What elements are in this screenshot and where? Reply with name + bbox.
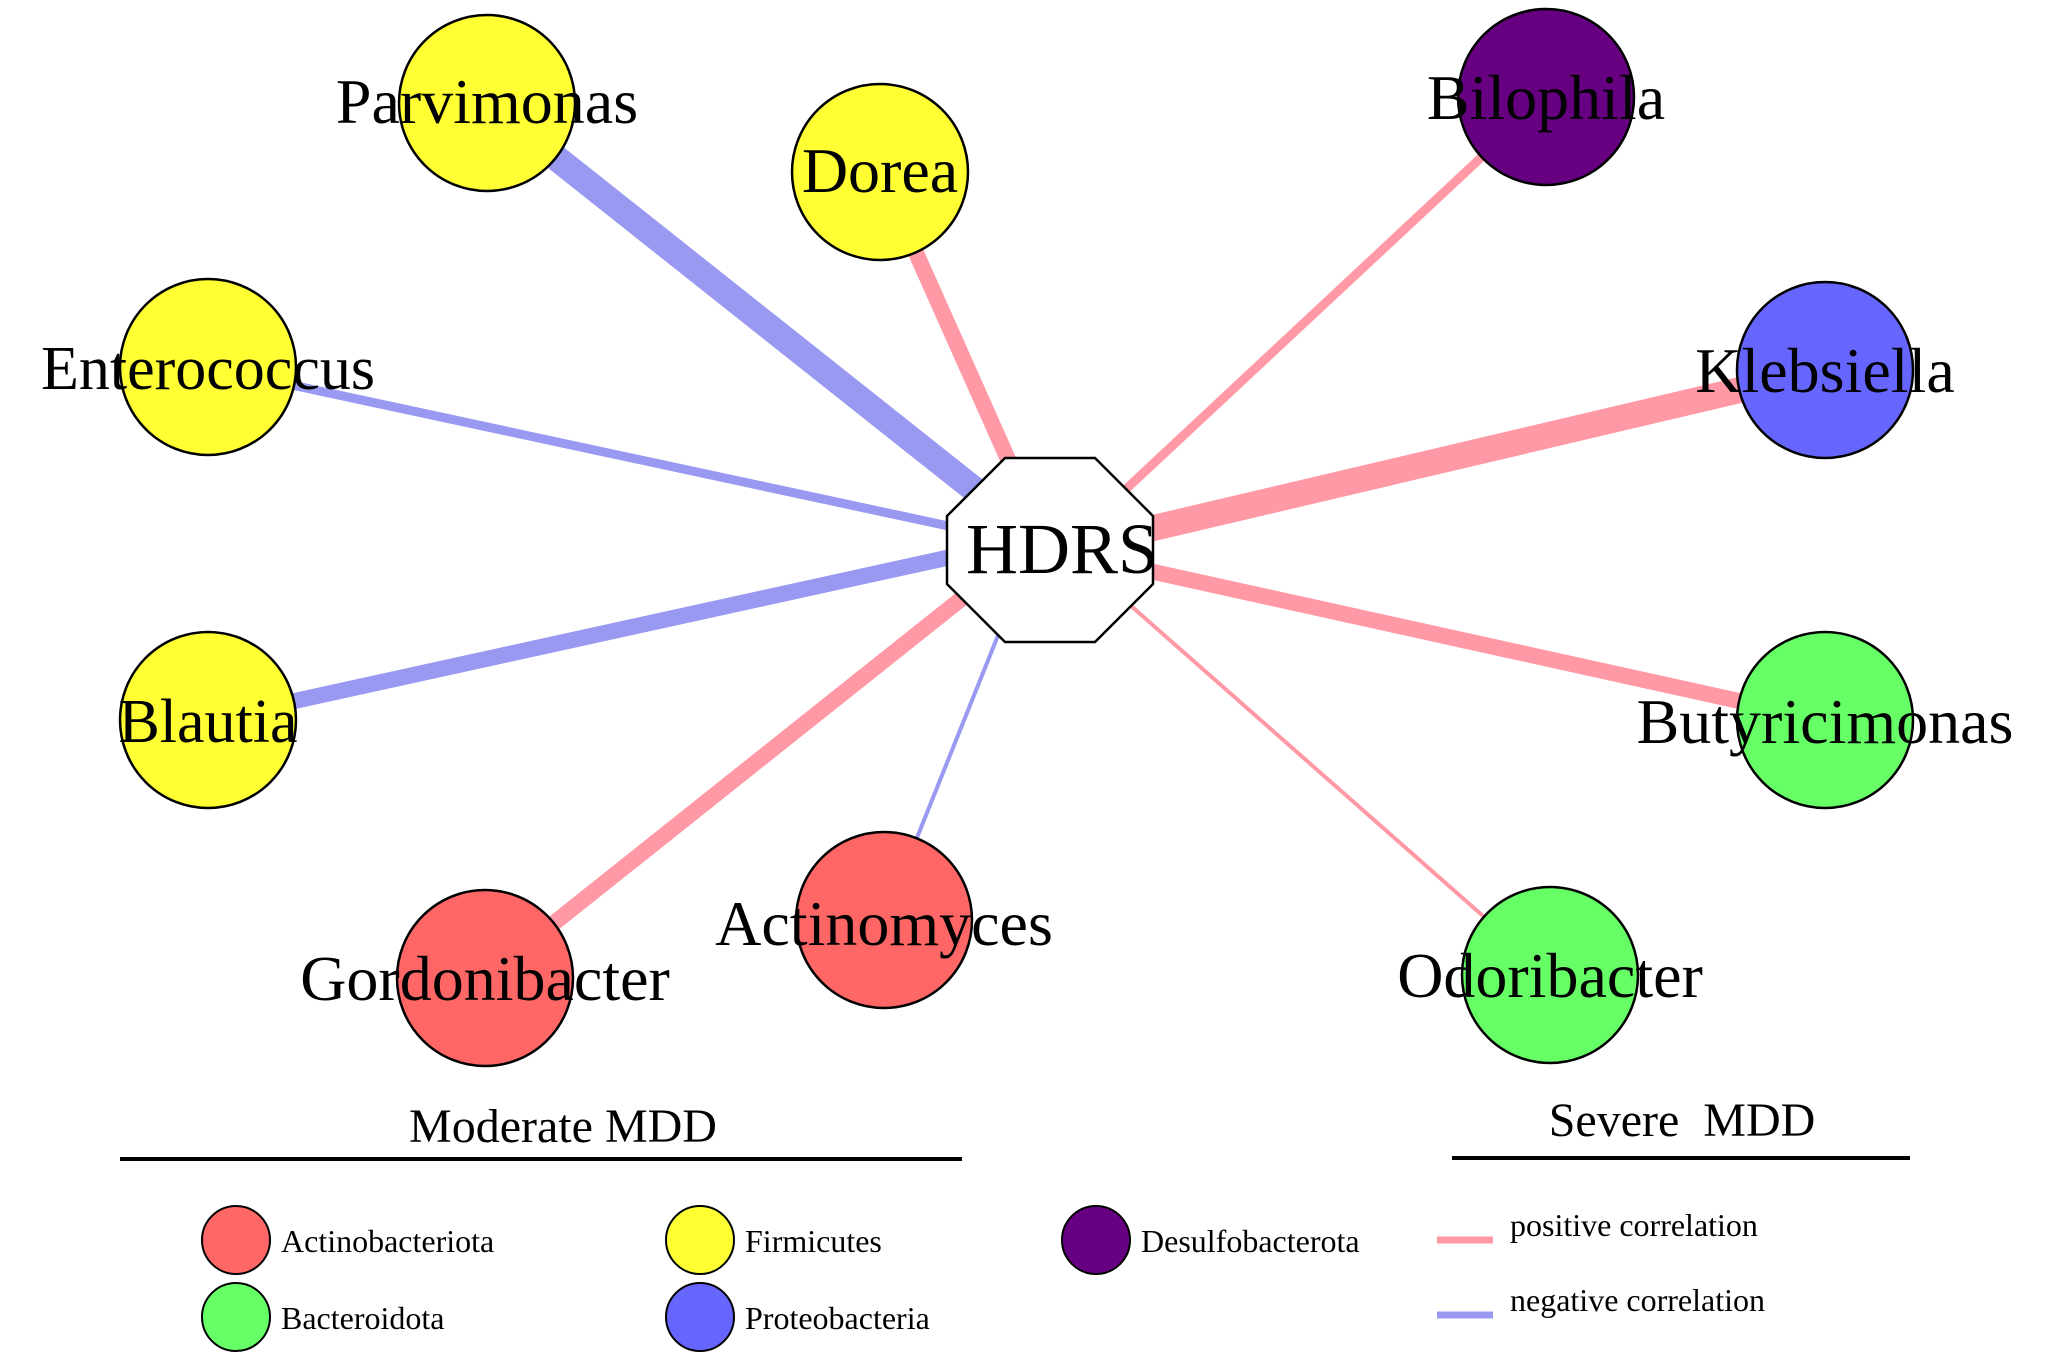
edge-enterococcus (207, 362, 968, 535)
legend-item-negative-correlation: negative correlation (1437, 1282, 1765, 1319)
hdrs-label: HDRS (966, 509, 1158, 589)
node-label-enterococcus: Enterococcus (41, 335, 375, 403)
node-label-gordonibacter: Gordonibacter (300, 943, 670, 1014)
node-odoribacter: Odoribacter (1397, 885, 1703, 1065)
node-circle-dorea (790, 82, 970, 262)
legend-label-desulfobacterota: Desulfobacterota (1141, 1223, 1360, 1259)
legend-label-positive-correlation: positive correlation (1510, 1207, 1758, 1243)
group-label-severe: Severe MDD (1549, 1094, 1816, 1147)
node-actinomyces: Actinomyces (715, 830, 1053, 1010)
edge-butyricimonas (1143, 562, 1827, 728)
node-blautia: Blautia (118, 630, 298, 810)
legend-item-positive-correlation: positive correlation (1437, 1207, 1758, 1244)
node-label-actinomyces: Actinomyces (715, 888, 1053, 959)
group-underline-severe (1452, 1156, 1910, 1160)
node-parvimonas: Parvimonas (336, 13, 638, 193)
node-butyricimonas: Butyricimonas (1637, 630, 2014, 810)
legend-item-bacteroidota: Bacteroidota (201, 1282, 444, 1352)
node-label-blautia: Blautia (118, 688, 297, 756)
node-label-butyricimonas: Butyricimonas (1637, 686, 2014, 757)
node-circle-parvimonas (397, 13, 577, 193)
legend-item-actinobacteriota: Actinobacteriota (201, 1205, 494, 1275)
node-circle-enterococcus (118, 277, 298, 457)
node-label-bilophila: Bilophila (1427, 62, 1665, 133)
node-circle-actinomyces (794, 830, 974, 1010)
legend-swatch-actinobacteriota (201, 1205, 271, 1275)
node-label-dorea: Dorea (802, 135, 958, 206)
node-circle-klebsiella (1735, 280, 1915, 460)
edge-odoribacter (1128, 603, 1552, 977)
node-circle-gordonibacter (395, 888, 575, 1068)
legend-label-negative-correlation: negative correlation (1510, 1282, 1765, 1318)
node-circle-odoribacter (1460, 885, 1640, 1065)
legend-label-proteobacteria: Proteobacteria (745, 1300, 930, 1336)
legend-swatch-desulfobacterota (1061, 1205, 1131, 1275)
hdrs-hub-node (945, 456, 1155, 644)
node-label-odoribacter: Odoribacter (1397, 940, 1703, 1011)
legend-swatch-firmicutes (665, 1205, 735, 1275)
node-enterococcus: Enterococcus (41, 277, 375, 457)
node-label-klebsiella: Klebsiella (1695, 335, 1954, 406)
edge-gordonibacter (480, 573, 990, 985)
edge-klebsiella (1142, 357, 1828, 543)
edge-layer (206, 92, 1828, 985)
node-gordonibacter: Gordonibacter (300, 888, 670, 1068)
group-underline-moderate (120, 1157, 962, 1161)
group-label-moderate: Moderate MDD (409, 1100, 717, 1153)
edge-parvimonas (478, 92, 994, 509)
node-klebsiella: Klebsiella (1695, 280, 1955, 460)
legend-label-bacteroidota: Bacteroidota (281, 1300, 444, 1336)
legend-item-proteobacteria: Proteobacteria (665, 1282, 930, 1352)
legend-label-actinobacteriota: Actinobacteriota (281, 1223, 494, 1259)
node-dorea: Dorea (790, 82, 970, 262)
node-layer: ParvimonasDoreaEnterococcusBlautiaActino… (41, 7, 2014, 1068)
node-circle-blautia (118, 630, 298, 810)
edge-bilophila (1121, 93, 1550, 494)
legend-swatch-proteobacteria (665, 1282, 735, 1352)
node-label-parvimonas: Parvimonas (336, 66, 638, 137)
legend-item-firmicutes: Firmicutes (665, 1205, 882, 1275)
node-circle-bilophila (1456, 7, 1636, 187)
node-bilophila: Bilophila (1427, 7, 1665, 187)
legend-swatch-bacteroidota (201, 1282, 271, 1352)
edge-blautia (206, 547, 962, 728)
legend-label-firmicutes: Firmicutes (745, 1223, 882, 1259)
node-circle-butyricimonas (1735, 630, 1915, 810)
legend-item-desulfobacterota: Desulfobacterota (1061, 1205, 1360, 1275)
